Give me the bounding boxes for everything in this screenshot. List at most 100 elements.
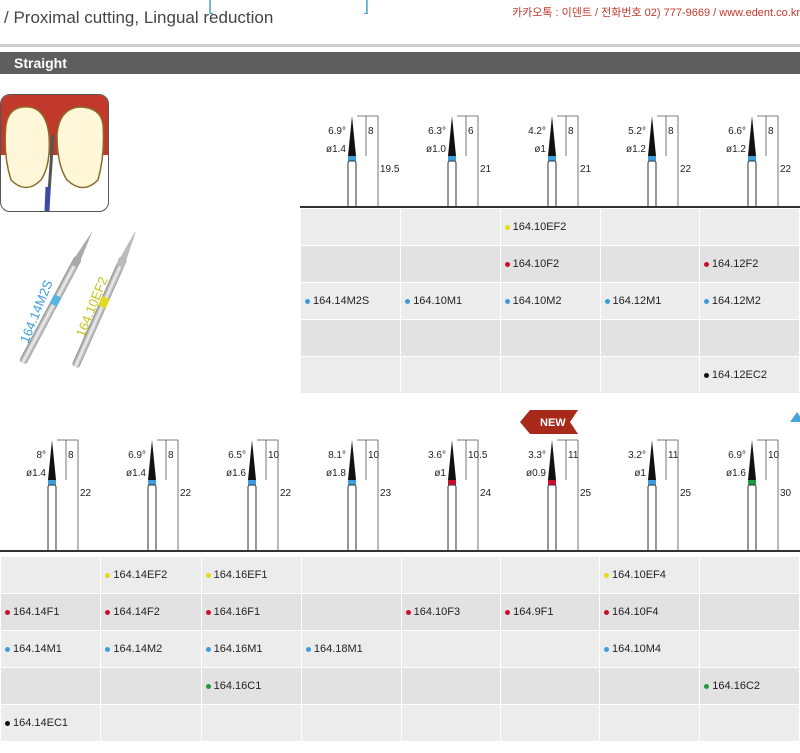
table-cell: 164.14M1	[0, 630, 102, 668]
product-code: 164.10F4	[612, 606, 659, 618]
bur-diagram: 5.2°8ø1.222	[626, 115, 692, 206]
table-cell: 164.9F1	[500, 593, 601, 631]
color-dot-icon	[205, 609, 211, 615]
color-dot-icon	[504, 298, 510, 304]
bur-band-shape	[548, 480, 556, 485]
bur-length-label: 8	[368, 126, 374, 137]
table-cell: 164.14M2S	[299, 282, 402, 320]
product-code: 164.18M1	[313, 643, 363, 655]
bur-diameter-label: ø1.4	[326, 144, 346, 155]
table-cell: 164.10EF2	[499, 208, 601, 246]
bur-diagram: 8°8ø1.422	[26, 439, 92, 552]
bur-diameter-label: ø1.2	[726, 144, 746, 155]
color-dot-icon	[5, 609, 10, 615]
table-cell: 164.16EF1	[200, 556, 302, 594]
new-badge-text: NEW	[540, 417, 566, 429]
bur-angle-label: 3.2°	[628, 450, 646, 461]
color-dot-icon	[604, 646, 610, 652]
bur-angle-label: 3.3°	[528, 450, 546, 461]
bur-band-shape	[248, 480, 256, 485]
bur-band-shape	[448, 480, 456, 485]
bur-angle-label: 6.3°	[428, 126, 446, 137]
bur-shank-shape	[447, 160, 457, 206]
bur-shank-shape	[647, 160, 657, 206]
bur-length-label: 8	[768, 126, 774, 137]
table-cell	[400, 245, 501, 283]
bur-diameter-label: ø1	[434, 468, 446, 479]
table-cell	[0, 556, 102, 594]
bur-length-label: 10	[268, 450, 280, 461]
bur-shank-shape	[747, 160, 757, 206]
table-cell	[599, 356, 700, 394]
bur-head-shape	[648, 116, 656, 156]
table-cell	[299, 208, 402, 246]
product-code: 164.10EF2	[512, 221, 567, 233]
table-cell	[499, 319, 601, 357]
bur-total-length-label: 24	[480, 488, 492, 499]
bur-diameter-label: ø1.0	[426, 144, 446, 155]
product-code: 164.14M2S	[313, 295, 370, 307]
color-dot-icon	[504, 261, 510, 267]
table-cell	[400, 356, 501, 394]
bur-shank-shape	[147, 484, 157, 552]
table-cell	[400, 630, 502, 668]
color-dot-icon	[105, 646, 111, 652]
bur-head-shape	[648, 440, 656, 480]
bur-total-length-label: 22	[80, 488, 92, 499]
product-code: 164.16M1	[213, 643, 263, 655]
bur-band-shape	[348, 480, 356, 485]
bur-length-label: 10.5	[468, 450, 488, 461]
table-cell	[599, 319, 700, 357]
bur-head-shape	[548, 116, 556, 156]
color-dot-icon	[703, 261, 709, 267]
color-dot-icon	[604, 298, 610, 304]
table-cell: 164.10M2	[499, 282, 601, 320]
table-cell: 164.14F2	[100, 593, 202, 631]
triangle-marker-icon	[790, 412, 800, 422]
product-code: 164.9F1	[513, 606, 554, 618]
bur-total-length-label: 22	[180, 488, 192, 499]
table-cell	[300, 556, 402, 594]
top-table-rule	[300, 206, 800, 208]
bur-head-shape	[448, 116, 456, 156]
table-cell	[599, 245, 700, 283]
color-dot-icon	[205, 683, 211, 689]
bur-shank-shape	[47, 484, 57, 552]
product-code: 164.10M2	[512, 295, 562, 307]
bur-head-shape	[248, 440, 256, 480]
bur-length-label: 8	[168, 450, 174, 461]
color-dot-icon	[703, 372, 709, 378]
table-cell	[500, 667, 601, 705]
product-code: 164.14M1	[13, 643, 62, 655]
bur-band-shape	[748, 156, 756, 161]
table-cell: 164.10F4	[599, 593, 701, 631]
table-row: 164.10EF2	[299, 208, 800, 246]
bur-diameter-label: ø1	[634, 468, 646, 479]
bur-length-label: 6	[468, 126, 474, 137]
table-cell: 164.16F1	[200, 593, 302, 631]
bur-total-length-label: 21	[580, 164, 592, 175]
bur-total-length-label: 25	[680, 488, 692, 499]
table-cell	[100, 704, 202, 742]
bur-total-length-label: 21	[480, 164, 492, 175]
product-code: 164.12F2	[711, 258, 759, 270]
table-cell	[200, 704, 302, 742]
table-cell	[299, 245, 402, 283]
color-dot-icon	[5, 720, 10, 726]
color-dot-icon	[5, 646, 10, 652]
product-code: 164.12EC2	[711, 369, 767, 381]
bur-total-length-label: 25	[580, 488, 592, 499]
product-code: 164.14F2	[113, 606, 160, 618]
bur-band-shape	[648, 156, 656, 161]
table-cell	[698, 208, 800, 246]
bur-diameter-label: ø1.4	[126, 468, 146, 479]
product-code: 164.14EC1	[13, 717, 69, 729]
table-cell	[300, 667, 402, 705]
contact-info: 카카오톡 : 이덴트 / 전화번호 02) 777-9669 / www.ede…	[511, 7, 800, 19]
color-dot-icon	[604, 609, 610, 615]
